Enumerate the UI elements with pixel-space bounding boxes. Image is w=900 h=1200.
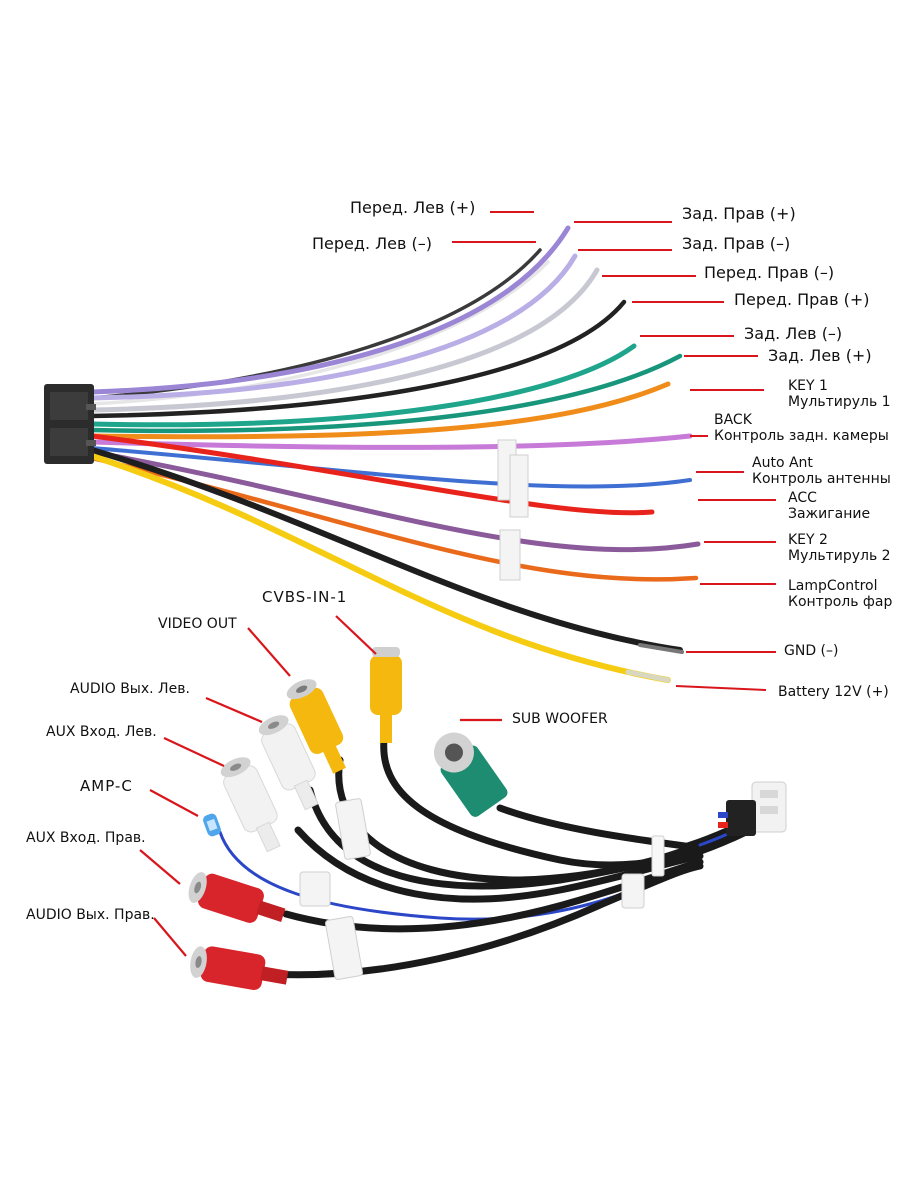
label-acc-line1: ACC [788,490,817,506]
pointer-amp-c [149,789,199,817]
label-back-line1: BACK [714,412,752,428]
label-aux-in-left: AUX Вход. Лев. [46,724,157,740]
cable-tie [651,835,665,877]
label-audio-out-left: AUDIO Вых. Лев. [70,681,190,697]
cable-tag [621,873,645,909]
pointer-cvbs [335,615,377,655]
wire-rear-right-plus [89,225,571,395]
cable-tag [299,871,331,907]
label-lamp: LampControl Контроль фар [788,578,892,610]
rca-harness [218,736,768,980]
label-key1-line1: KEY 1 [788,378,828,394]
wire-tag [499,529,521,581]
multi-pin-connector-icon [718,781,787,836]
label-front-left-plus: Перед. Лев (+) [350,198,476,217]
pointer-video-out [247,627,291,677]
label-audio-out-right: AUDIO Вых. Прав. [26,907,155,923]
wire-rear-left-minus [89,343,637,428]
cable-tag [324,916,364,980]
label-key2-line2: Мультируль 2 [788,548,891,564]
pointer-aux-right [139,849,181,885]
wire-rear-right-minus [89,253,578,401]
label-gnd: GND (–) [784,643,839,659]
label-aux-in-right: AUX Вход. Прав. [26,830,146,846]
iso-harness [89,225,701,683]
pointer-audio-out-right [153,917,187,957]
wire-battery [89,453,671,683]
cable-sub [496,804,704,852]
wire-back [89,433,693,450]
label-amp-c: AMP-C [80,777,133,795]
wire-front-right-plus [89,299,627,419]
pointer-aux-left [163,737,225,767]
bullet-terminal-icon [203,813,221,837]
label-cvbs-in: CVBS-IN-1 [262,588,348,606]
harness-pointers [452,211,776,691]
wire-tag [509,454,529,518]
label-rear-right-minus: Зад. Прав (–) [682,234,791,253]
label-auto-ant: Auto Ant Контроль антенны [752,455,891,487]
label-video-out: VIDEO OUT [158,616,237,632]
pointer-battery [675,685,767,691]
label-auto-ant-line1: Auto Ant [752,455,813,471]
label-key1: KEY 1 Мультируль 1 [788,378,891,410]
wire-key2 [89,449,701,553]
label-battery: Battery 12V (+) [778,684,889,700]
rca-socket-icon [433,732,508,817]
label-sub-woofer: SUB WOOFER [512,711,608,727]
label-lamp-line2: Контроль фар [788,594,893,610]
label-back: BACK Контроль задн. камеры [714,412,889,444]
label-front-left-minus: Перед. Лев (–) [312,234,432,253]
pointer-audio-out-left [205,696,263,724]
wire-end-battery [625,669,671,683]
rca-plug-icon [188,647,402,991]
label-key2-line1: KEY 2 [788,532,828,548]
cable-aux-right [282,858,704,933]
iso-connector-icon [44,384,96,464]
label-rear-right-plus: Зад. Прав (+) [682,204,796,223]
label-back-line2: Контроль задн. камеры [714,428,889,444]
wire-end-gnd [638,643,684,654]
label-auto-ant-line2: Контроль антенны [752,471,891,487]
label-acc: ACC Зажигание [788,490,870,522]
label-rear-left-minus: Зад. Лев (–) [744,324,843,343]
label-key2: KEY 2 Мультируль 2 [788,532,891,564]
cable-tag [335,798,371,860]
wire-auto-ant [90,446,692,489]
wire-gnd [89,447,683,653]
rca-pointers [139,615,502,957]
label-key1-line2: Мультируль 1 [788,394,891,410]
label-lamp-line1: LampControl [788,578,878,594]
label-front-right-minus: Перед. Прав (–) [704,263,835,282]
wire-key1 [89,381,671,440]
label-front-right-plus: Перед. Прав (+) [734,290,870,309]
wire-rear-left-plus [89,353,683,434]
label-rear-left-plus: Зад. Лев (+) [768,346,872,365]
wire-front-right-minus [89,267,600,413]
label-acc-line2: Зажигание [788,506,871,522]
wire-acc [89,433,655,516]
